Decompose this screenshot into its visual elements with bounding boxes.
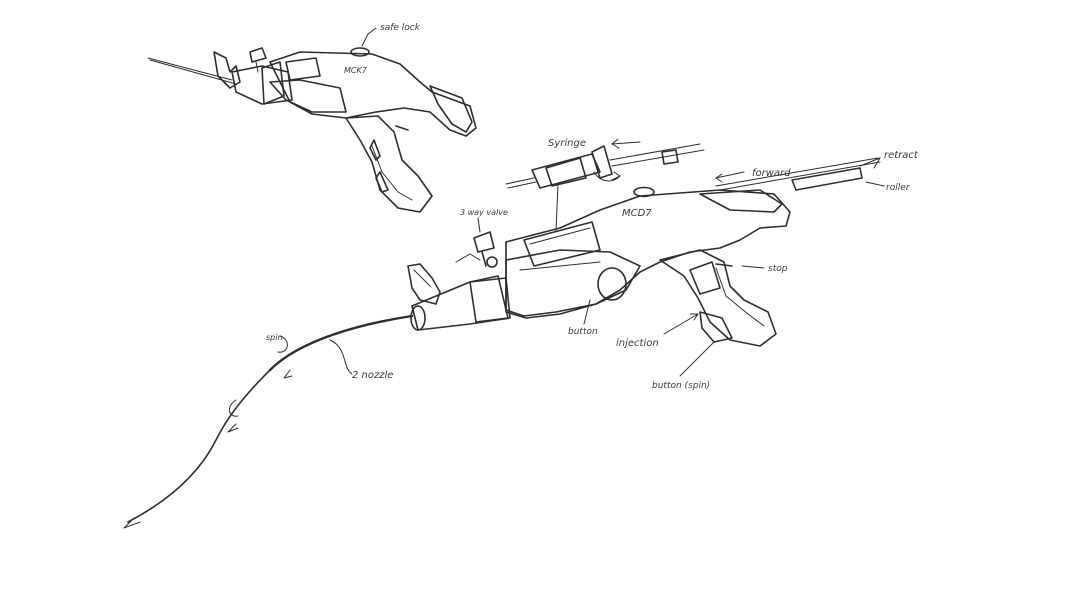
button-spin-annotation: button (spin) — [652, 381, 710, 391]
main-logo-label: MCD7 — [622, 208, 652, 219]
syringe-annotation: Syringe — [548, 138, 586, 149]
nozzle-annotation: 2 nozzle — [352, 370, 393, 381]
catheter-wire: spin 2 nozzle — [123, 314, 414, 529]
roller-annotation: roller — [886, 183, 911, 193]
retract-annotation: retract — [884, 150, 919, 161]
stop-annotation: stop — [768, 264, 788, 274]
main-injector-device: MCD7 — [407, 157, 881, 347]
small-logo-label: MCK7 — [344, 66, 368, 75]
syringe-component: Syringe — [505, 138, 705, 233]
injection-annotation: injection — [616, 338, 659, 349]
safe-lock-annotation: safe lock — [380, 23, 421, 33]
button-annotation: button — [568, 327, 598, 337]
main-annotations: 3 way valve forward retract roller stop … — [460, 150, 919, 391]
small-injector-device: MCK7 safe lock — [147, 23, 477, 213]
forward-annotation: forward — [752, 168, 791, 179]
three-way-valve-annotation: 3 way valve — [460, 208, 508, 217]
spin-annotation: spin — [266, 333, 283, 342]
